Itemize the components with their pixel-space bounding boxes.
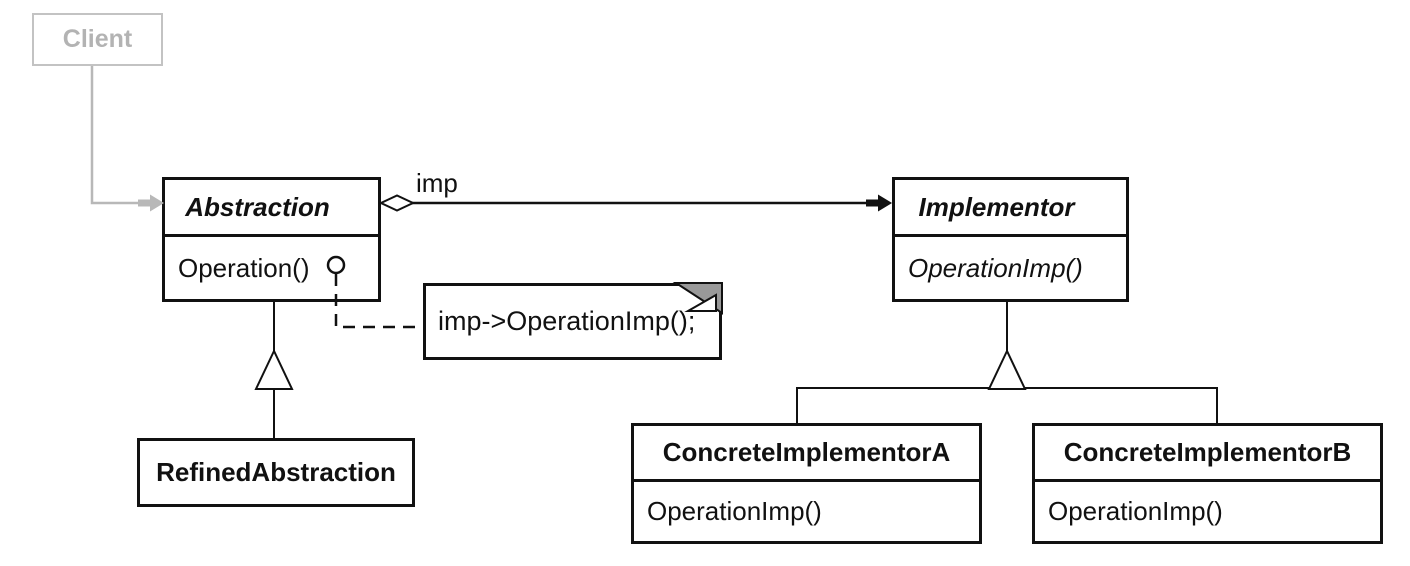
method-operationimp-a: OperationImp(): [647, 496, 822, 526]
class-method-compartment: OperationImp(): [895, 237, 1126, 299]
aggregation-diamond-icon: [378, 194, 416, 212]
class-box-client: Client: [32, 13, 163, 66]
class-method-compartment: OperationImp(): [634, 482, 979, 541]
client-reference-line: [90, 66, 140, 205]
note-box: imp->OperationImp();: [423, 283, 722, 360]
note-text: imp->OperationImp();: [438, 306, 696, 336]
method-operationimp: OperationImp(): [908, 252, 1083, 283]
class-title-compartment: Abstraction: [165, 180, 378, 237]
inheritance-triangle-icon-left: [254, 348, 294, 390]
class-name-concrete-implementor-b: ConcreteImplementorB: [1063, 437, 1352, 467]
class-name-refined-abstraction: RefinedAbstraction: [156, 457, 396, 487]
class-name-abstraction: Abstraction: [185, 191, 330, 222]
method-operation: Operation(): [178, 252, 310, 283]
inheritance-triangle-icon-right: [987, 348, 1027, 390]
class-box-concrete-implementor-b: ConcreteImplementorB OperationImp(): [1032, 423, 1383, 544]
inheritance-branch-line: [796, 387, 1218, 425]
aggregation-role-label: imp: [416, 168, 458, 198]
client-arrow-icon: [138, 194, 164, 212]
method-operationimp-b: OperationImp(): [1048, 496, 1223, 526]
class-box-abstraction: Abstraction Operation(): [162, 177, 381, 302]
class-method-compartment: Operation(): [165, 237, 378, 299]
class-box-refined-abstraction: RefinedAbstraction: [137, 438, 415, 507]
class-box-concrete-implementor-a: ConcreteImplementorA OperationImp(): [631, 423, 982, 544]
class-name-concrete-implementor-a: ConcreteImplementorA: [662, 437, 951, 467]
class-name-client: Client: [62, 25, 133, 53]
class-name-implementor: Implementor: [918, 191, 1075, 222]
class-title-compartment: Implementor: [895, 180, 1126, 237]
class-box-implementor: Implementor OperationImp(): [892, 177, 1129, 302]
aggregation-arrow-icon: [866, 194, 892, 212]
class-method-compartment: OperationImp(): [1035, 482, 1380, 541]
class-title-compartment: ConcreteImplementorB: [1035, 426, 1380, 482]
class-title-compartment: ConcreteImplementorA: [634, 426, 979, 482]
